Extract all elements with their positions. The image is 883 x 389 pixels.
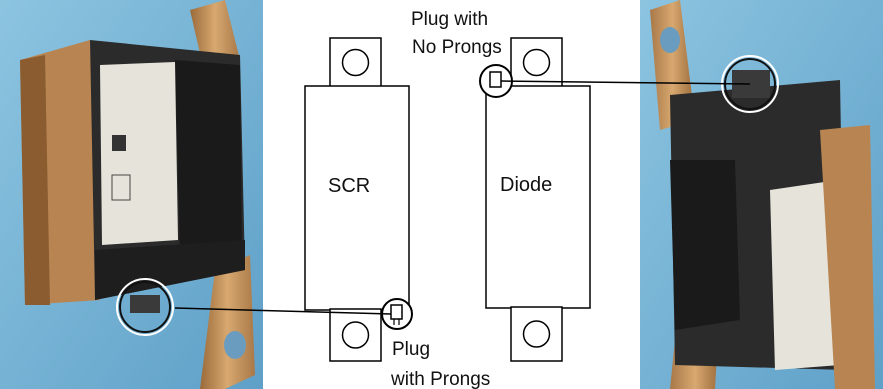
diode-bottom-hole (524, 321, 550, 347)
plug-no-prongs-callout: Plug with No Prongs (411, 9, 750, 97)
diode-body (486, 86, 590, 308)
scr-label: SCR (328, 175, 370, 197)
scr-bottom-hole (343, 322, 369, 348)
diode-top-hole (524, 50, 550, 76)
plug-no-prongs-label-line2: No Prongs (412, 37, 502, 58)
plug-no-prongs-label-line1: Plug with (411, 9, 488, 30)
plug-prongs-label-line2: with Prongs (390, 369, 490, 389)
diode-label: Diode (500, 174, 552, 196)
scr-top-hole (343, 50, 369, 76)
plug-prongs-label-line1: Plug (392, 339, 430, 360)
scr-body (305, 86, 409, 310)
